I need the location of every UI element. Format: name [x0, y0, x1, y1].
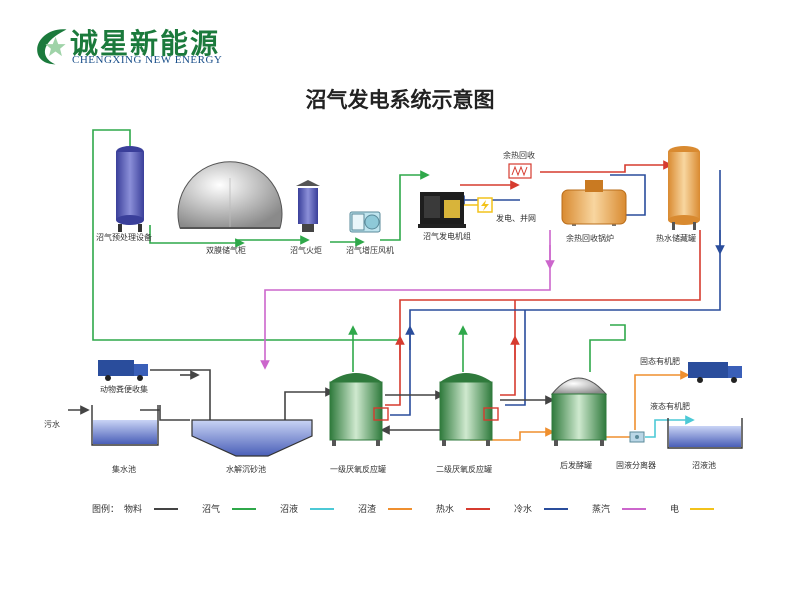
- label-post-ferm: 后发酵罐: [560, 460, 592, 470]
- legend-label-6: 蒸汽: [592, 503, 610, 515]
- label-sewage: 污水: [44, 419, 60, 429]
- hydrolysis-tank: [191, 419, 313, 457]
- legend-label-5: 冷水: [514, 503, 532, 515]
- label-manure: 动物粪便收集: [100, 384, 148, 394]
- label-flare: 沼气火炬: [290, 245, 322, 255]
- label-separator: 固液分离器: [616, 460, 656, 470]
- label-gas-holder: 双膜储气柜: [206, 245, 246, 255]
- solid-liquid-separator: [629, 431, 645, 443]
- brand-name-cn: 诚星新能源: [70, 27, 221, 60]
- label-hydrolysis: 水解沉砂池: [226, 464, 266, 474]
- waste-heat-boiler: [561, 180, 627, 226]
- biogas-lines: [92, 129, 626, 372]
- label-hot-tank: 热水储藏罐: [656, 233, 696, 243]
- brand-name-en: CHENGXING NEW ENERGY: [72, 54, 223, 66]
- legend-label-3: 沼渣: [358, 503, 376, 515]
- label-blower: 沼气增压风机: [346, 245, 394, 255]
- collection-pool: [91, 405, 159, 446]
- manure-truck: [98, 360, 148, 381]
- legend-label-1: 沼气: [202, 503, 220, 515]
- label-pretreatment: 沼气预处理设备: [96, 232, 152, 242]
- reactor-1: [329, 373, 389, 446]
- legend-label-0: 物料: [124, 503, 142, 515]
- hot-water-tank: [668, 146, 700, 230]
- brand-logo: [37, 29, 67, 65]
- legend-label-7: 电: [670, 503, 679, 515]
- cold-water-lines: [390, 170, 725, 416]
- reactor-2: [439, 373, 499, 446]
- fertilizer-truck: [688, 362, 742, 383]
- label-power: 发电、并网: [496, 213, 536, 223]
- legend-label-2: 沼液: [280, 503, 298, 515]
- waste-heat-exchanger: [508, 163, 532, 179]
- label-liquid-fert: 液态有机肥: [650, 401, 690, 411]
- legend: 图例： 物料 沼气 沼液 沼渣 热水 冷水 蒸汽 电: [92, 503, 714, 515]
- generator-set: [418, 192, 466, 228]
- diagram-title: 沼气发电系统示意图: [305, 88, 495, 112]
- power-icon: [477, 197, 493, 213]
- legend-label-4: 热水: [436, 503, 454, 515]
- label-slurry-pool: 沼液池: [692, 460, 716, 470]
- double-membrane-gas-holder: [177, 161, 283, 229]
- hot-water-lines: [385, 160, 701, 406]
- label-solid-fert: 固态有机肥: [640, 356, 680, 366]
- label-reactor1: 一级厌氧反应罐: [330, 464, 386, 474]
- booster-blower: [349, 211, 381, 233]
- label-collect-pool: 集水池: [112, 464, 136, 474]
- pretreatment-tank: [116, 146, 144, 232]
- label-waste-heat: 余热回收: [503, 150, 535, 160]
- legend-title: 图例：: [92, 503, 119, 515]
- steam-lines: [260, 230, 555, 370]
- post-fermentation-tank: [550, 377, 608, 446]
- label-genset: 沼气发电机组: [423, 231, 471, 241]
- label-boiler: 余热回收锅炉: [566, 233, 614, 243]
- material-lines: [68, 369, 555, 435]
- slurry-lines: [645, 415, 695, 438]
- slurry-pool: [667, 418, 743, 449]
- label-reactor2: 二级厌氧反应罐: [436, 464, 492, 474]
- gas-flare: [296, 180, 320, 232]
